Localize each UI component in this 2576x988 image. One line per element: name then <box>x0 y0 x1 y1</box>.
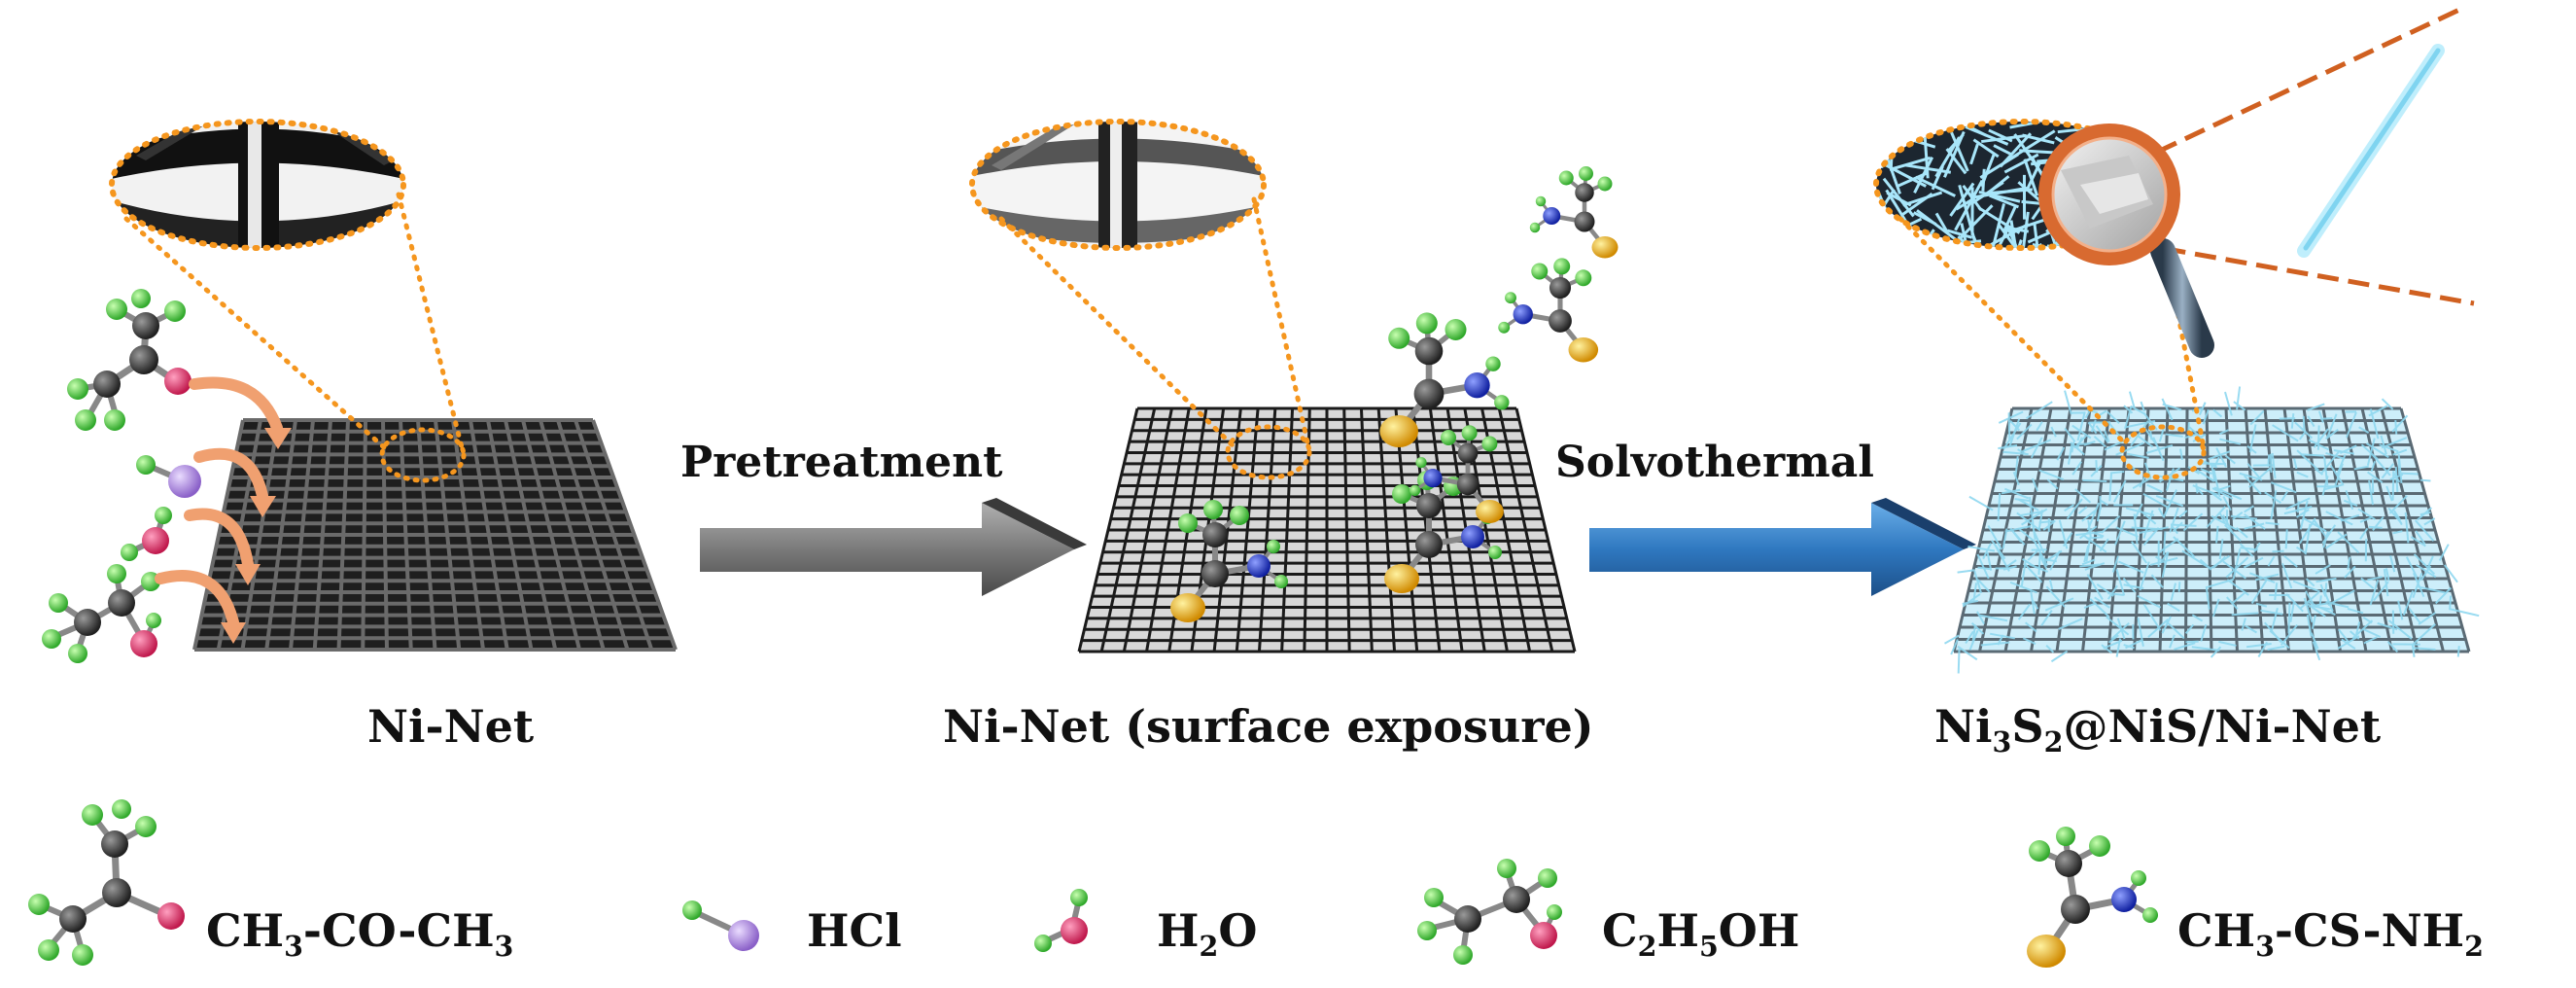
ni3s2-nis-ni-net <box>1943 386 2480 674</box>
legend-hcl-label: HCl <box>807 904 902 957</box>
ethanol-molecule <box>42 564 161 663</box>
magnifier-icon <box>2038 7 2475 358</box>
zoom-inset-2 <box>969 119 1312 480</box>
single-nanowire <box>2297 44 2445 258</box>
zoom-inset-1 <box>109 119 467 483</box>
ni-net-surface-exposure <box>1077 406 1577 653</box>
ni-net-surface-exposure-label: Ni-Net (surface exposure) <box>943 700 1594 753</box>
legend-acetone-icon <box>28 799 185 966</box>
hcl-molecule <box>136 455 201 498</box>
adsorption-arrows <box>155 376 283 628</box>
pretreatment-arrow <box>700 498 1087 596</box>
ni3s2-nis-ni-net-label: Ni3S2@NiS/Ni-Net <box>1934 700 2382 759</box>
acetone-molecule <box>67 289 191 431</box>
solvothermal-arrow <box>1589 498 1976 596</box>
legend-hcl-icon <box>682 900 759 951</box>
legend-ethanol-icon <box>1417 859 1562 965</box>
legend-water-icon <box>1034 889 1088 952</box>
ni-net-label: Ni-Net <box>367 700 535 753</box>
legend-thioacetamide-icon <box>2027 827 2158 968</box>
solvothermal-label: Solvothermal <box>1555 438 1875 487</box>
pretreatment-label: Pretreatment <box>680 438 1003 487</box>
legend-water-label: H2O <box>1157 904 1258 963</box>
ni-net-bare <box>192 418 678 652</box>
legend-acetone-label: CH3-CO-CH3 <box>206 904 514 963</box>
thioacetamide-molecules <box>1170 166 1619 622</box>
legend-thioacetamide-label: CH3-CS-NH2 <box>2177 904 2484 963</box>
water-molecule <box>121 507 172 561</box>
reagents-net1 <box>42 289 292 663</box>
legend-ethanol-label: C2H5OH <box>1602 904 1800 963</box>
